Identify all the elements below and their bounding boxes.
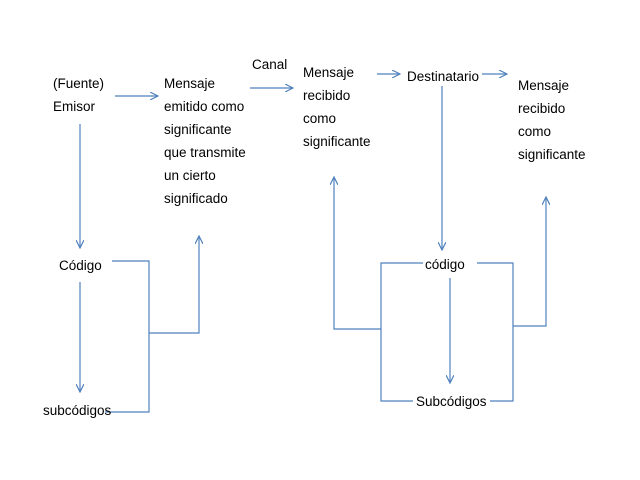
mensaje-recibido-line: recibido	[518, 101, 566, 116]
connector-codigo-right-bracket	[477, 262, 514, 402]
arrow-right-bracket-to-mensaje-recibido	[513, 197, 546, 327]
mensaje-recibido-node-2: Mensaje recibido como significante	[518, 74, 586, 166]
mensaje-recibido-line: como	[303, 111, 337, 126]
destinatario-label: Destinatario	[407, 69, 480, 84]
mensaje-recibido-line: significante	[303, 134, 371, 149]
arrow-bracket-to-significado	[149, 236, 199, 334]
mensaje-recibido-line: Mensaje	[518, 78, 570, 93]
mensaje-recibido-node-1: Mensaje recibido como significante	[303, 61, 371, 153]
mensaje-emitido-line: emitido como	[164, 99, 245, 114]
mensaje-recibido-line: significante	[518, 147, 586, 162]
mensaje-emitido-line: Mensaje	[164, 76, 216, 91]
codigo-right-label: código	[425, 257, 465, 272]
emisor-fuente-label: (Fuente)	[53, 76, 105, 91]
emisor-label: Emisor	[53, 99, 96, 114]
subcodigos-right-label: Subcódigos	[416, 394, 487, 409]
mensaje-emitido-line: un cierto	[164, 168, 216, 183]
connector-codigo-left-bracket	[380, 262, 423, 402]
mensaje-emitido-line: que transmite	[164, 145, 246, 160]
mensaje-recibido-line: Mensaje	[303, 65, 355, 80]
emisor-node: (Fuente) Emisor	[53, 72, 104, 118]
arrow-left-bracket-to-mensaje-recibido	[334, 177, 381, 330]
mensaje-emitido-node: Mensaje emitido como significante que tr…	[164, 72, 246, 210]
canal-label: Canal	[252, 57, 288, 72]
connector-codigo-bracket	[105, 260, 150, 413]
mensaje-emitido-line: significante	[164, 122, 232, 137]
mensaje-recibido-line: recibido	[303, 88, 351, 103]
subcodigos-left-label: subcódigos	[43, 403, 112, 418]
mensaje-recibido-line: como	[518, 124, 552, 139]
mensaje-emitido-line: significado	[164, 191, 228, 206]
codigo-left-label: Código	[59, 258, 102, 273]
